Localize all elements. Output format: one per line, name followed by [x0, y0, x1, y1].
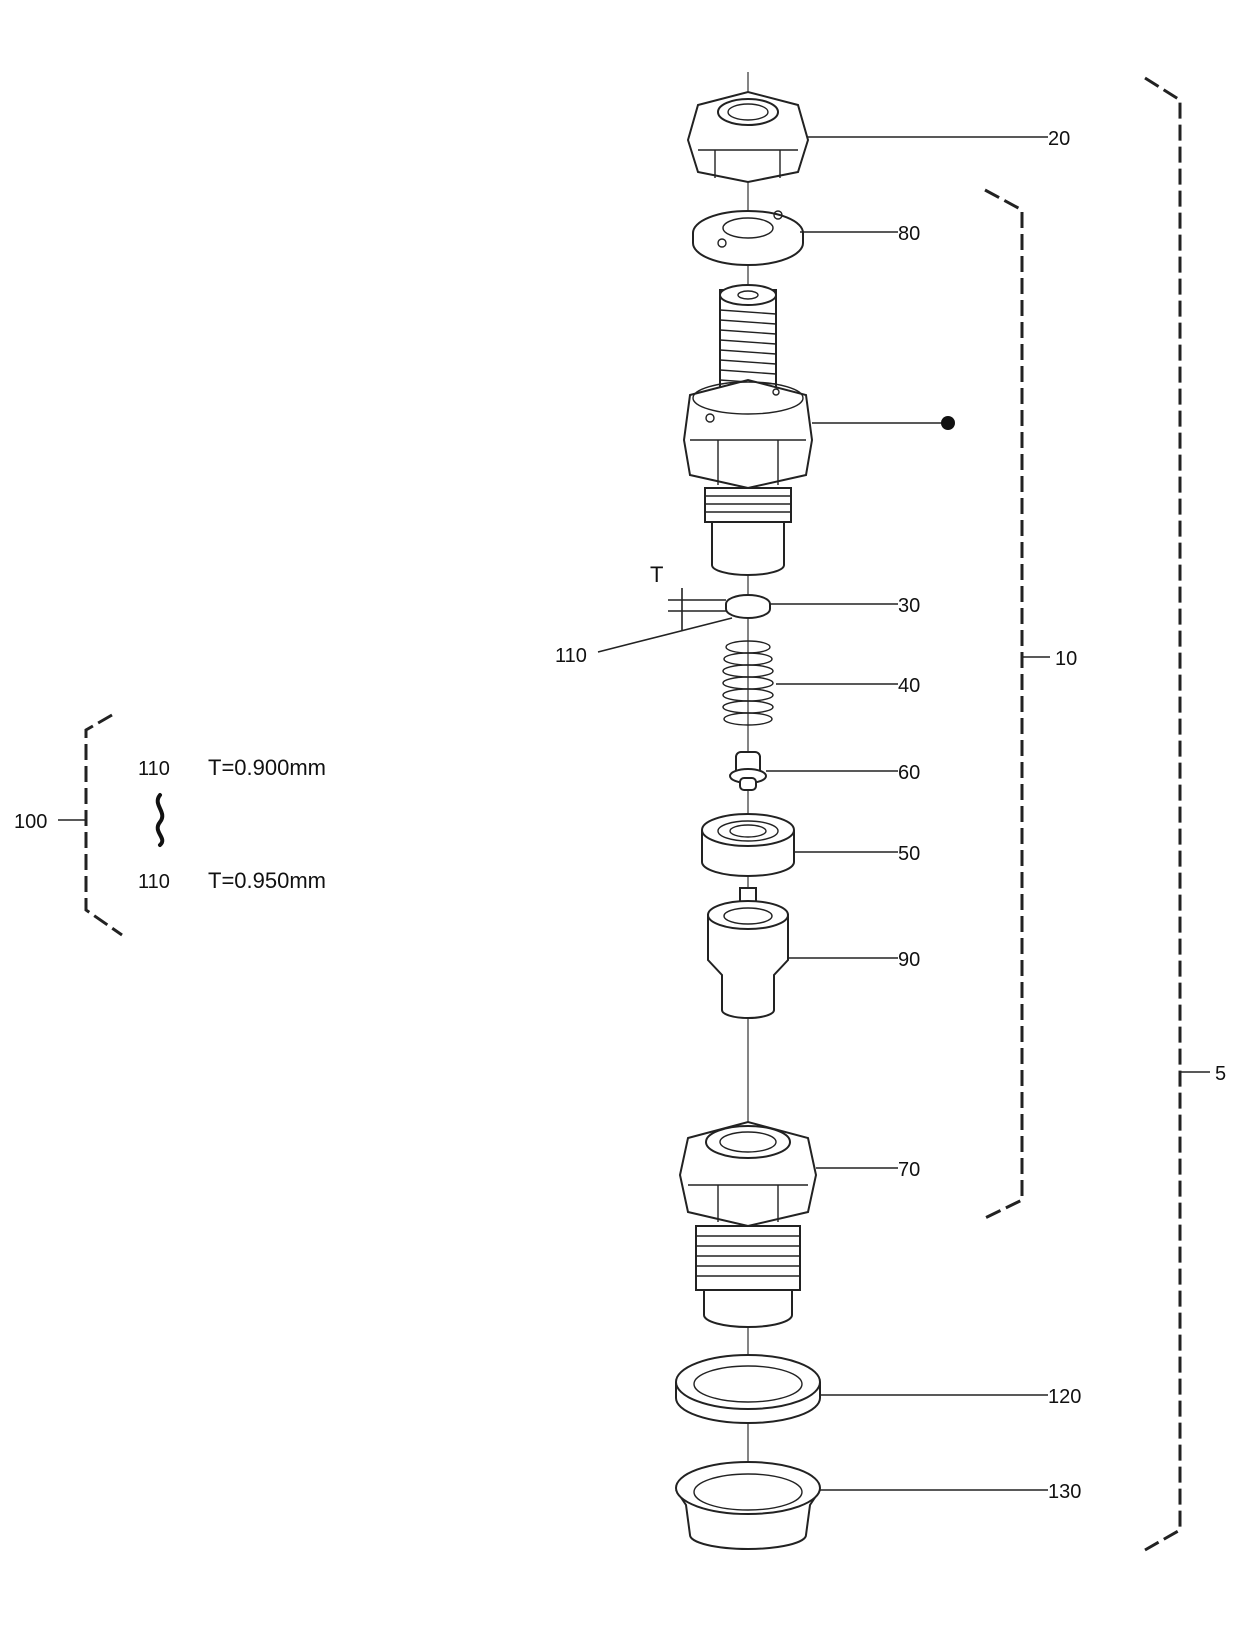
table-row2-part: 110	[138, 871, 170, 893]
part-130-cup	[675, 1461, 821, 1550]
holder-body	[682, 284, 814, 576]
part-80-washer	[692, 210, 804, 266]
label-120: 120	[1048, 1386, 1081, 1408]
label-100: 100	[14, 811, 47, 833]
reference-dot	[941, 416, 955, 430]
part-20-hex-nut	[686, 90, 810, 184]
label-40: 40	[898, 675, 920, 697]
label-20: 20	[1048, 128, 1070, 150]
label-70: 70	[898, 1159, 920, 1181]
label-10: 10	[1055, 648, 1077, 670]
range-tilde	[155, 793, 165, 847]
label-50: 50	[898, 843, 920, 865]
part-60-pin	[729, 751, 767, 791]
bracket-10	[984, 188, 1050, 1220]
part-70-hex-body	[678, 1120, 818, 1328]
label-110: 110	[555, 645, 587, 667]
part-120-gasket	[675, 1354, 821, 1424]
part-50-valve-seat	[701, 813, 795, 877]
part-40-spring	[722, 640, 774, 726]
bracket-5	[1144, 76, 1210, 1552]
label-90: 90	[898, 949, 920, 971]
part-90-plunger	[707, 887, 789, 1019]
part-30-shim	[725, 594, 771, 619]
label-80: 80	[898, 223, 920, 245]
bracket-100	[58, 713, 123, 937]
label-130: 130	[1048, 1481, 1081, 1503]
label-5: 5	[1215, 1063, 1226, 1085]
table-row1-part: 110	[138, 758, 170, 780]
leader-lines	[597, 136, 1048, 1491]
label-dimension-t: T	[650, 562, 663, 587]
table-row1-value: T=0.900mm	[208, 755, 326, 780]
label-60: 60	[898, 762, 920, 784]
table-row2-value: T=0.950mm	[208, 868, 326, 893]
label-30: 30	[898, 595, 920, 617]
dimension-t-marker	[668, 588, 726, 630]
